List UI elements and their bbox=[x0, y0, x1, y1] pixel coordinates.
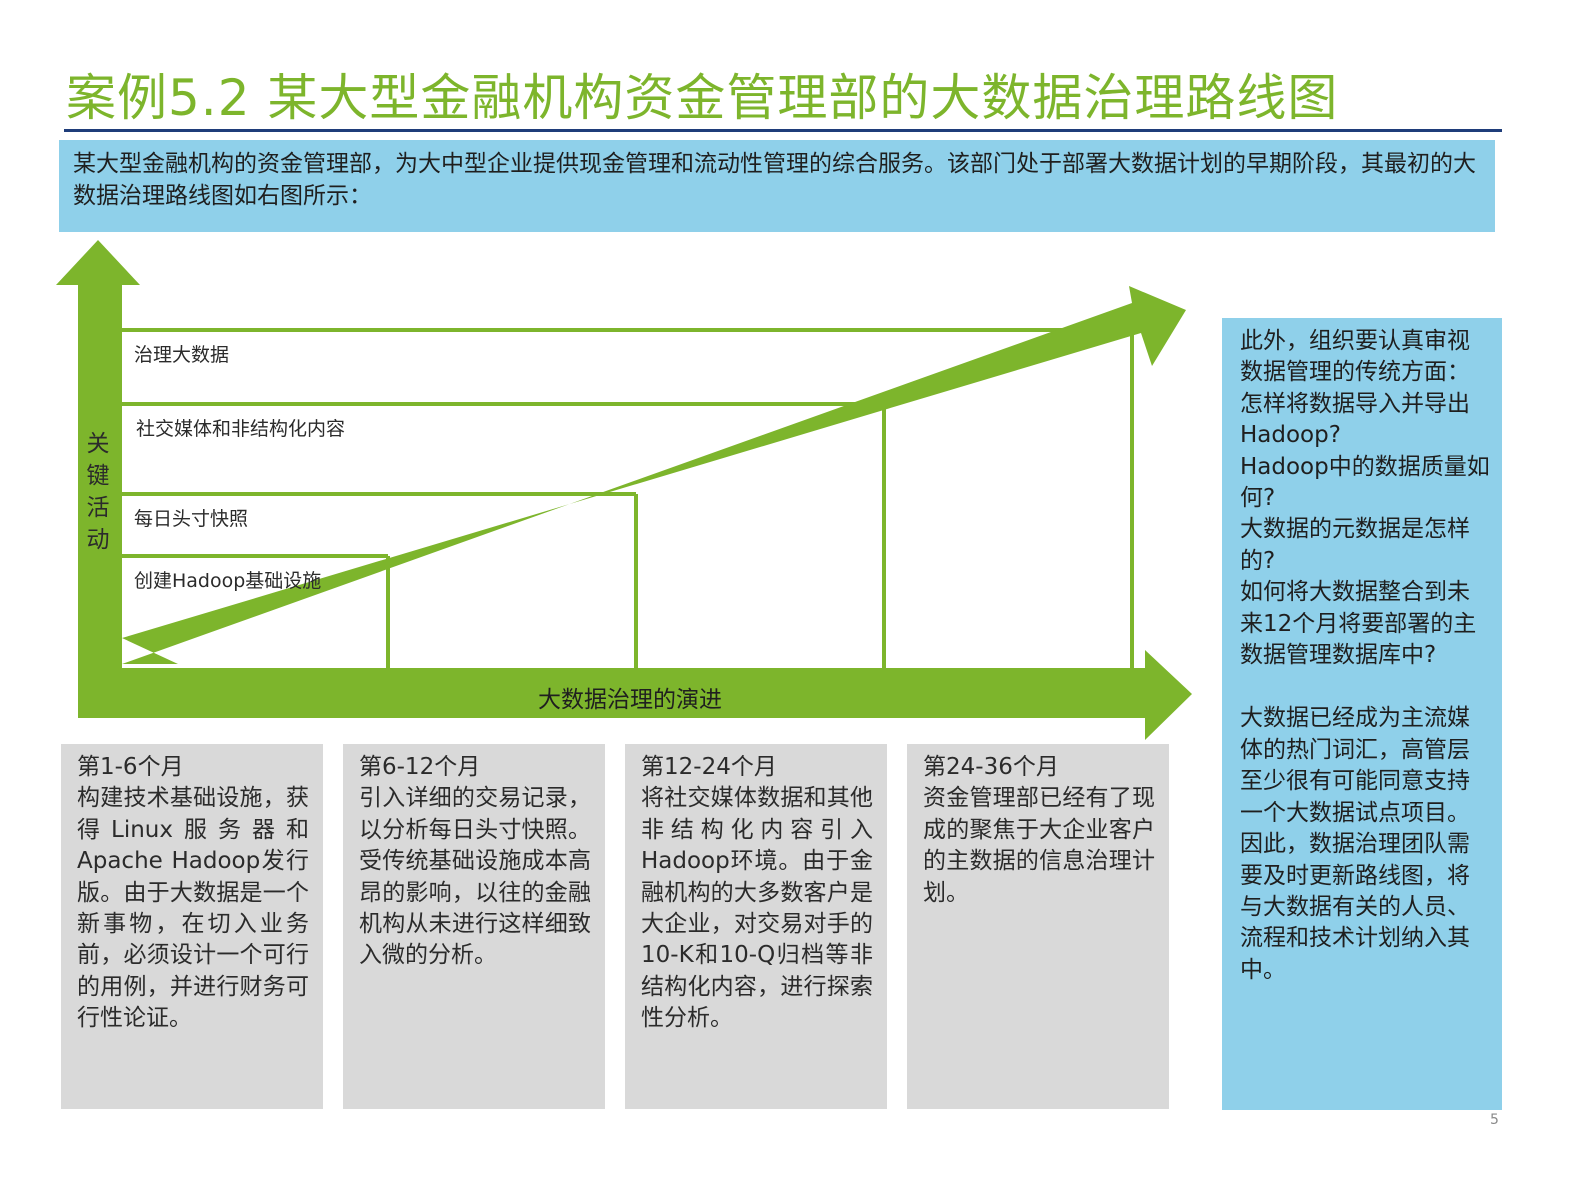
side-question-2: Hadoop中的数据质量如何? bbox=[1240, 453, 1490, 512]
intro-box: 某大型金融机构的资金管理部，为大中型企业提供现金管理和流动性管理的综合服务。该部… bbox=[59, 140, 1495, 232]
phase-title: 第6-12个月 bbox=[359, 754, 481, 780]
side-panel: 此外，组织要认真审视数据管理的传统方面： 怎样将数据导入并导出Hadoop? H… bbox=[1222, 318, 1502, 1110]
activity-label-governance: 治理大数据 bbox=[134, 344, 230, 366]
page-title: 案例5.2 某大型金融机构资金管理部的大数据治理路线图 bbox=[66, 69, 1339, 127]
phase-box-1: 第1-6个月 构建技术基础设施，获得Linux服务器和Apache Hadoop… bbox=[61, 744, 323, 1109]
side-spacer bbox=[1240, 671, 1490, 703]
side-intro: 此外，组织要认真审视数据管理的传统方面： bbox=[1240, 328, 1470, 386]
title-underline bbox=[64, 129, 1502, 132]
page-number: 5 bbox=[1490, 1112, 1499, 1128]
side-question-4: 如何将大数据整合到未来12个月将要部署的主数据管理数据库中? bbox=[1240, 579, 1477, 669]
side-question-1: 怎样将数据导入并导出Hadoop? bbox=[1240, 390, 1470, 449]
side-conclusion: 大数据已经成为主流媒体的热门词汇，高管层至少很有可能同意支持一个大数据试点项目。… bbox=[1240, 705, 1470, 983]
phase-box-2: 第6-12个月 引入详细的交易记录，以分析每日头寸快照。受传统基础设施成本高昂的… bbox=[343, 744, 605, 1109]
x-axis-arrow bbox=[78, 650, 1192, 740]
y-axis-label: 关键活动 bbox=[86, 431, 110, 553]
phase-body: 构建技术基础设施，获得Linux服务器和Apache Hadoop发行版。由于大… bbox=[77, 785, 309, 1032]
y-axis-arrow bbox=[56, 240, 140, 718]
diagonal-growth-arrow bbox=[122, 286, 1186, 664]
phase-body: 将社交媒体数据和其他非结构化内容引入Hadoop环境。由于金融机构的大多数客户是… bbox=[641, 785, 873, 1032]
phase-title: 第1-6个月 bbox=[77, 754, 184, 780]
phase-box-3: 第12-24个月 将社交媒体数据和其他非结构化内容引入Hadoop环境。由于金融… bbox=[625, 744, 887, 1109]
phase-box-4: 第24-36个月 资金管理部已经有了现成的聚焦于大企业客户的主数据的信息治理计划… bbox=[907, 744, 1169, 1109]
activity-label-social-media: 社交媒体和非结构化内容 bbox=[136, 418, 346, 440]
x-axis-label: 大数据治理的演进 bbox=[538, 687, 722, 713]
phase-body: 资金管理部已经有了现成的聚焦于大企业客户的主数据的信息治理计划。 bbox=[923, 785, 1155, 906]
activity-label-hadoop-infra: 创建Hadoop基础设施 bbox=[134, 570, 322, 592]
phase-body: 引入详细的交易记录，以分析每日头寸快照。受传统基础设施成本高昂的影响，以往的金融… bbox=[359, 785, 591, 969]
phase-title: 第12-24个月 bbox=[641, 754, 777, 780]
phase-title: 第24-36个月 bbox=[923, 754, 1059, 780]
activity-label-daily-snapshot: 每日头寸快照 bbox=[134, 508, 249, 530]
side-question-3: 大数据的元数据是怎样的? bbox=[1240, 516, 1470, 574]
